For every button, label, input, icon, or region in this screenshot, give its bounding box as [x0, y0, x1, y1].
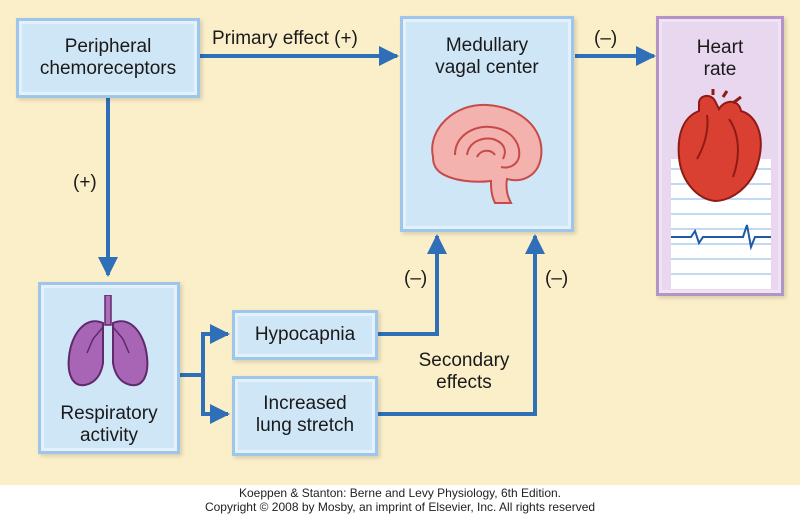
respiratory-activity-label: Respiratory activity: [60, 403, 158, 446]
caption-line-2: Copyright © 2008 by Mosby, an imprint of…: [204, 500, 596, 514]
arrow-resp-to-stretch: [201, 375, 230, 424]
connector-arrows: [98, 46, 656, 424]
medullary-vagal-center-box: Medullary vagal center: [400, 16, 574, 232]
heart-rate-box: Heart rate: [656, 16, 784, 296]
hypocapnia-box: Hypocapnia: [232, 310, 378, 360]
caption-line-1: Koeppen & Stanton: Berne and Levy Physio…: [239, 486, 561, 500]
medullary-vagal-center-label: Medullary vagal center: [435, 35, 539, 78]
figure-caption: Koeppen & Stanton: Berne and Levy Physio…: [0, 486, 800, 514]
increased-lung-stretch-box: Increased lung stretch: [232, 376, 378, 456]
primary-effect-label: Primary effect (+): [212, 28, 358, 49]
hypocapnia-to-medulla-sign: (–): [404, 268, 428, 289]
medulla-to-heart-sign: (–): [594, 28, 618, 49]
arrow-stretch-to-medulla: [378, 234, 545, 416]
arrow-resp-to-hypocapnia: [180, 324, 230, 377]
lungs-icon: [67, 295, 149, 387]
chemo-to-respiratory-sign: (+): [73, 172, 97, 193]
stretch-to-medulla-sign: (–): [545, 268, 569, 289]
brain-icon: [431, 103, 543, 204]
arrow-hypocapnia-to-medulla: [378, 234, 447, 336]
heart-rate-label: Heart rate: [696, 37, 744, 80]
peripheral-chemoreceptors-box: Peripheral chemoreceptors: [16, 18, 200, 98]
secondary-effects-label: Secondary effects: [418, 350, 510, 393]
heart-icon: [677, 89, 762, 203]
respiratory-activity-box: Respiratory activity: [38, 282, 180, 454]
